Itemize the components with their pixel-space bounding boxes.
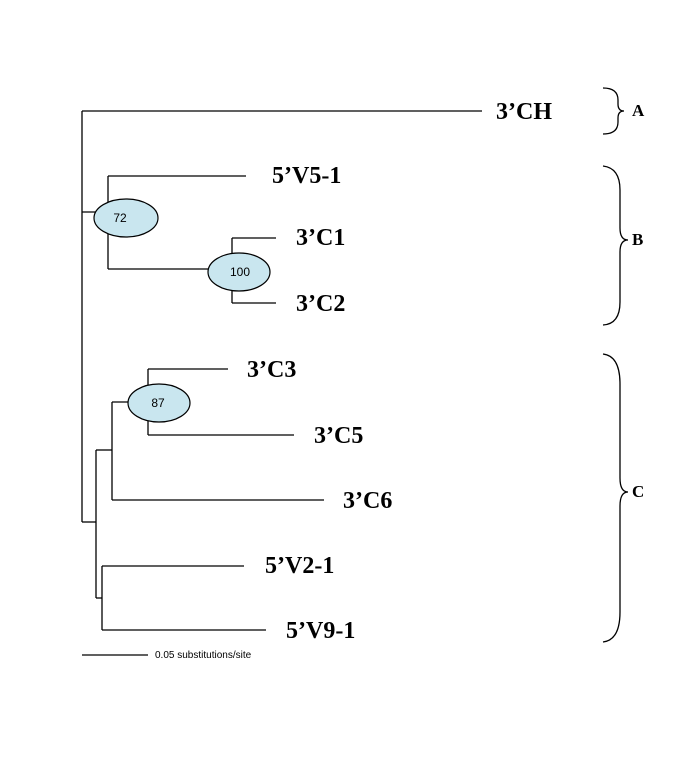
bootstrap-label: 72: [113, 211, 127, 225]
bootstrap-label: 87: [151, 396, 165, 410]
scale-bar-label: 0.05 substitutions/site: [155, 650, 252, 661]
bootstrap-node-100: 100: [207, 252, 271, 292]
taxon-label-v9-1: 5’V9-1: [286, 618, 355, 644]
clade-label-c: C: [632, 482, 644, 501]
bootstrap-node-72: 72: [93, 198, 159, 238]
clade-label-a: A: [632, 101, 645, 120]
taxon-label-ch: 3’CH: [496, 99, 552, 125]
taxon-label-c6: 3’C6: [343, 488, 392, 514]
clade-label-b: B: [632, 230, 643, 249]
bootstrap-node-87: 87: [127, 383, 191, 423]
taxon-label-c5: 3’C5: [314, 423, 363, 449]
taxon-label-c1: 3’C1: [296, 225, 345, 251]
taxon-label-c3: 3’C3: [247, 357, 296, 383]
taxon-label-v5-1: 5’V5-1: [272, 163, 341, 189]
clade-bracket-b: [602, 165, 629, 326]
clade-bracket-a: [602, 87, 625, 135]
clade-bracket-c: [602, 353, 629, 643]
bootstrap-label: 100: [230, 265, 250, 279]
taxon-label-v2-1: 5’V2-1: [265, 553, 334, 579]
taxon-label-c2: 3’C2: [296, 291, 345, 317]
